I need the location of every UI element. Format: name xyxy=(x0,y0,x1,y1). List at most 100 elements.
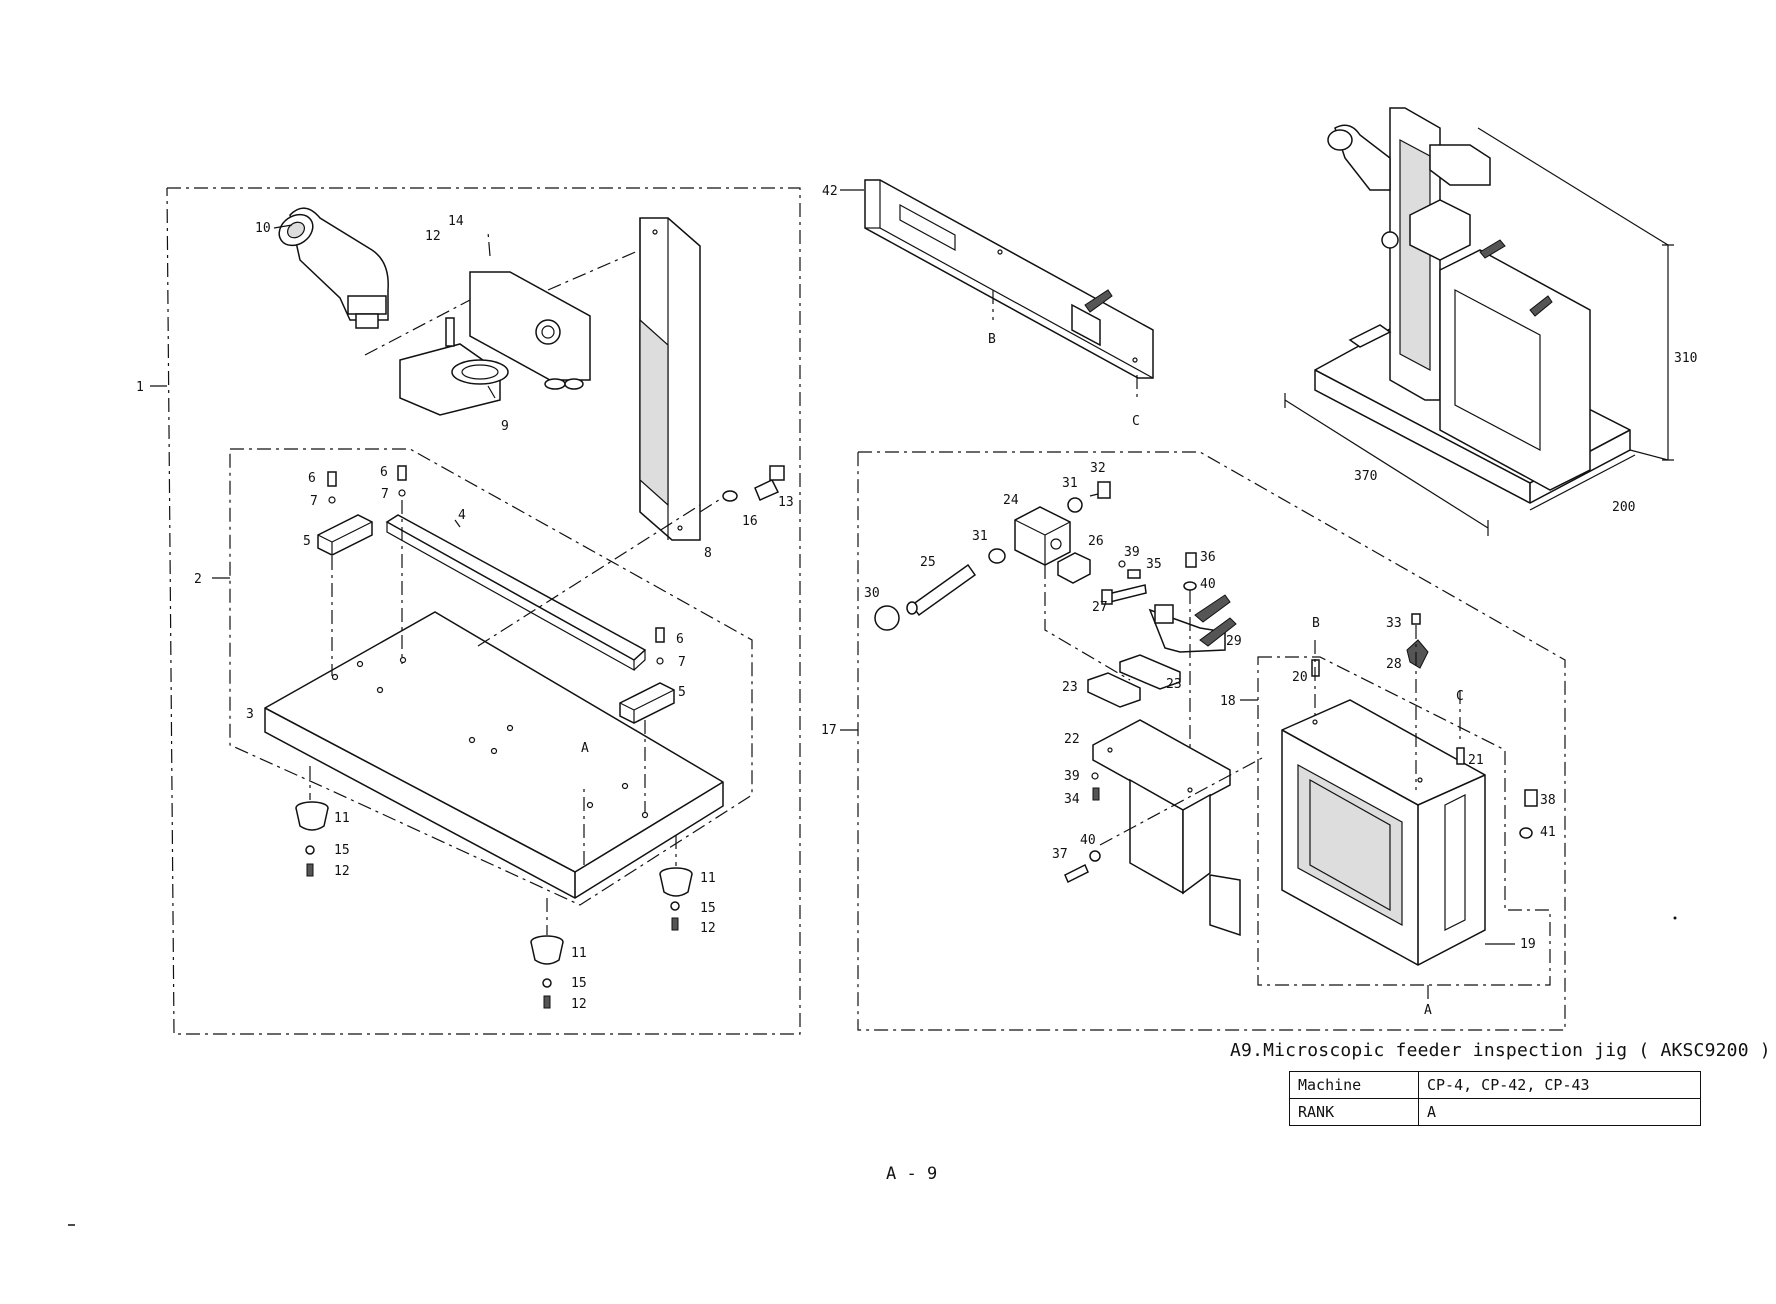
diagram-caption: A9.Microscopic feeder inspection jig ( A… xyxy=(1230,1040,1771,1061)
callout-34: 34 xyxy=(1064,792,1080,807)
callout-37: 37 xyxy=(1052,847,1068,862)
screw-part-35 xyxy=(1119,561,1140,578)
callout-21: 21 xyxy=(1468,753,1484,768)
callout-11b: 11 xyxy=(700,871,716,886)
callout-39a: 39 xyxy=(1124,545,1140,560)
block-part-26 xyxy=(1058,553,1090,583)
callout-16: 16 xyxy=(742,514,758,529)
machine-info-table: Machine CP-4, CP-42, CP-43 RANK A xyxy=(1289,1071,1701,1126)
callout-32: 32 xyxy=(1090,461,1106,476)
callout-22: 22 xyxy=(1064,732,1080,747)
callout-27: 27 xyxy=(1092,600,1108,615)
callout-7c: 7 xyxy=(678,655,686,670)
stray-dot xyxy=(1674,917,1677,920)
callout-10: 10 xyxy=(255,221,271,236)
callout-42: 42 xyxy=(822,184,838,199)
callout-4: 4 xyxy=(458,508,466,523)
column-part-8 xyxy=(640,218,700,540)
callout-23a: 23 xyxy=(1166,677,1182,692)
foot-part-11c xyxy=(531,936,563,1008)
dimension-height: 310 xyxy=(1674,351,1697,366)
page-number: A - 9 xyxy=(886,1164,937,1184)
screw-part-27 xyxy=(1102,585,1146,604)
callout-25: 25 xyxy=(920,555,936,570)
holder-part-9 xyxy=(400,272,590,415)
table-key: Machine xyxy=(1290,1072,1419,1099)
bracket-part-22 xyxy=(1093,720,1240,935)
callout-1: 1 xyxy=(136,380,144,395)
callout-23b: 23 xyxy=(1062,680,1078,695)
ref-C-rail: C xyxy=(1132,414,1140,429)
table-row: RANK A xyxy=(1290,1099,1701,1126)
callout-28: 28 xyxy=(1386,657,1402,672)
callout-12a: 12 xyxy=(425,229,441,244)
block-part-23b xyxy=(1088,673,1140,707)
assembled-view xyxy=(1315,108,1630,503)
callout-15b: 15 xyxy=(700,901,716,916)
callout-26: 26 xyxy=(1088,534,1104,549)
table-value: A xyxy=(1419,1099,1701,1126)
foot-part-11a xyxy=(296,802,328,876)
callout-2: 2 xyxy=(194,572,202,587)
callout-11a: 11 xyxy=(334,811,350,826)
ref-A-left: A xyxy=(581,741,589,756)
ball-part-30 xyxy=(875,606,899,630)
callout-18: 18 xyxy=(1220,694,1236,709)
callout-36: 36 xyxy=(1200,550,1216,565)
callout-3: 3 xyxy=(246,707,254,722)
table-value: CP-4, CP-42, CP-43 xyxy=(1419,1072,1701,1099)
knob-part-32 xyxy=(1090,482,1110,498)
callout-6c: 6 xyxy=(676,632,684,647)
callout-17: 17 xyxy=(821,723,837,738)
callout-39b: 39 xyxy=(1064,769,1080,784)
rail-part-42 xyxy=(865,180,1153,378)
housing-part-24 xyxy=(1015,507,1070,565)
callout-31a: 31 xyxy=(1062,476,1078,491)
callout-7a: 7 xyxy=(310,494,318,509)
callout-5b: 5 xyxy=(678,685,686,700)
callout-9: 9 xyxy=(501,419,509,434)
block-part-5b xyxy=(620,683,674,723)
callout-38: 38 xyxy=(1540,793,1556,808)
foot-part-11b xyxy=(660,868,692,930)
callout-15c: 15 xyxy=(571,976,587,991)
callout-40a: 40 xyxy=(1200,577,1216,592)
callout-14: 14 xyxy=(448,214,464,229)
screws-part-39-34-40-37 xyxy=(1065,773,1100,882)
callout-7b: 7 xyxy=(381,487,389,502)
callout-33: 33 xyxy=(1386,616,1402,631)
shaft-part-25 xyxy=(907,565,975,615)
callout-15a: 15 xyxy=(334,843,350,858)
callout-40b: 40 xyxy=(1080,833,1096,848)
clamp-part-29 xyxy=(1150,595,1236,652)
callout-29: 29 xyxy=(1226,634,1242,649)
callout-13: 13 xyxy=(778,495,794,510)
callout-8: 8 xyxy=(704,546,712,561)
screw-part-36 xyxy=(1184,553,1196,590)
callout-41: 41 xyxy=(1540,825,1556,840)
ref-C-frame: C xyxy=(1456,689,1464,704)
callout-35: 35 xyxy=(1146,557,1162,572)
dimension-width: 200 xyxy=(1612,500,1635,515)
callout-12d: 12 xyxy=(571,997,587,1012)
callout-5a: 5 xyxy=(303,534,311,549)
dimension-length: 370 xyxy=(1354,469,1377,484)
table-key: RANK xyxy=(1290,1099,1419,1126)
callout-19: 19 xyxy=(1520,937,1536,952)
ref-B-rail: B xyxy=(988,332,996,347)
callout-24: 24 xyxy=(1003,493,1019,508)
frame-part-19 xyxy=(1282,700,1485,965)
callout-11c: 11 xyxy=(571,946,587,961)
callout-6b: 6 xyxy=(380,465,388,480)
callout-30: 30 xyxy=(864,586,880,601)
callout-12b: 12 xyxy=(334,864,350,879)
ref-B-frame: B xyxy=(1312,616,1320,631)
table-row: Machine CP-4, CP-42, CP-43 xyxy=(1290,1072,1701,1099)
callout-12c: 12 xyxy=(700,921,716,936)
callout-6a: 6 xyxy=(308,471,316,486)
microscope-part-10 xyxy=(273,208,388,328)
screw-part-13 xyxy=(723,466,784,501)
callout-20: 20 xyxy=(1292,670,1308,685)
callout-31b: 31 xyxy=(972,529,988,544)
block-part-5a xyxy=(318,515,372,555)
